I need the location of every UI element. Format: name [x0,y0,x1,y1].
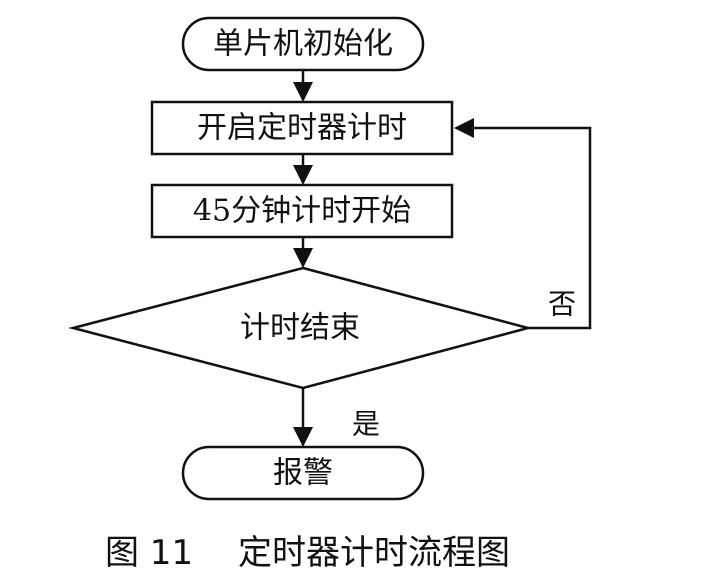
node-alarm-label: 报警 [273,456,333,491]
edge-timer-end-to-timer-on [454,118,592,330]
figure-title: 定时器计时流程图 [238,533,510,573]
node-count-45-label: 45分钟计时开始 [193,194,411,229]
edge-label-yes: 是 [352,408,380,441]
node-start-label: 单片机初始化 [213,27,393,62]
process-shape-timer-on [150,100,454,156]
terminator-shape-alarm [181,445,425,501]
node-count-45: 45分钟计时开始 [150,183,454,239]
node-timer-end-label: 计时结束 [240,311,360,346]
node-timer-on: 开启定时器计时 [150,100,454,156]
node-start: 单片机初始化 [181,16,425,72]
node-alarm: 报警 [181,445,425,501]
figure-number: 图 11 [105,533,193,573]
node-timer-end: 计时结束 [68,266,533,390]
edge-label-no: 否 [548,288,576,321]
node-timer-on-label: 开启定时器计时 [197,111,407,146]
